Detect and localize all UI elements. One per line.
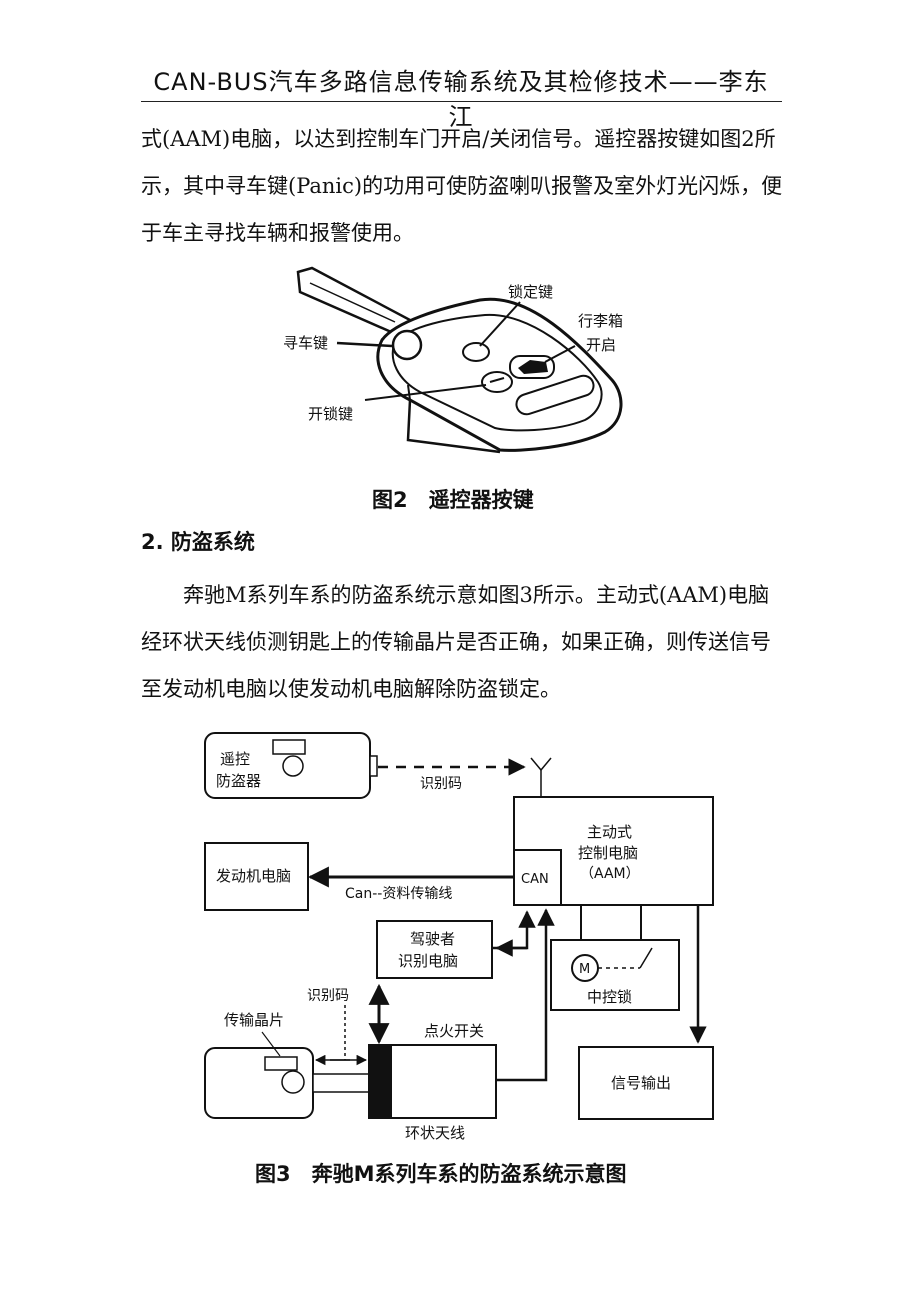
lock-button (462, 342, 490, 362)
label-chip: 传输晶片 (224, 1011, 284, 1029)
intro-paragraph: 式(AAM)电脑，以达到控制车门开启/关闭信号。遥控器按键如图2所示，其中寻车键… (141, 127, 783, 245)
ring-antenna-coil (369, 1045, 392, 1118)
label-can: CAN (521, 872, 549, 887)
signal-output: 信号输出 (578, 1046, 714, 1120)
label-signal-out: 信号输出 (611, 1074, 671, 1092)
label-remote-2: 防盗器 (216, 772, 261, 790)
label-lock: 锁定键 (508, 283, 553, 301)
transponder-key: 传输晶片 (204, 1011, 370, 1119)
engine-ecu: 发动机电脑 (204, 842, 309, 911)
label-engine-ecu: 发动机电脑 (216, 867, 291, 885)
label-remote-1: 遥控 (220, 750, 250, 768)
antitheft-paragraph: 奔驰M系列车系的防盗系统示意如图3所示。主动式(AAM)电脑经环状天线侦测钥匙上… (141, 583, 771, 701)
figure-3-antitheft-diagram: 遥控 防盗器 识别码 CAN 主动式 控制电脑 （AAM） 发动机电脑 Can-… (204, 732, 714, 1142)
remote-antitheft-device: 遥控 防盗器 (204, 732, 378, 799)
ignition-aam-link (496, 908, 555, 1082)
figure-3-caption: 图3 奔驰M系列车系的防盗系统示意图 (255, 1162, 627, 1186)
label-panic: 寻车键 (283, 334, 328, 352)
label-aam-1: 主动式 (587, 823, 632, 841)
label-trunk-2: 开启 (586, 336, 616, 354)
aam-control-unit: CAN 主动式 控制电脑 （AAM） (513, 796, 714, 906)
label-driver-2: 识别电脑 (398, 952, 458, 970)
unlock-button (481, 371, 513, 393)
label-aam-3: （AAM） (580, 866, 640, 882)
can-port (513, 849, 562, 906)
label-unlock: 开锁键 (308, 405, 353, 423)
running-header: CAN-BUS汽车多路信息传输系统及其检修技术——李东江 (153, 68, 769, 131)
figure-2-caption: 图2 遥控器按键 (372, 488, 534, 512)
ignition-switch: 点火开关 环状天线 (368, 1022, 497, 1142)
label-driver-1: 驾驶者 (410, 930, 455, 948)
label-motor: M (579, 962, 590, 977)
label-id-code-top: 识别码 (420, 776, 462, 792)
label-aam-2: 控制电脑 (578, 844, 638, 862)
driver-id-computer: 驾驶者 识别电脑 (376, 920, 493, 979)
antenna-icon (530, 757, 552, 797)
label-can-line: Can--资料传输线 (345, 886, 452, 902)
section-heading: 2. 防盗系统 (141, 530, 255, 554)
label-id-code-bottom: 识别码 (307, 988, 349, 1004)
chip-rect (264, 1056, 298, 1071)
label-central-lock: 中控锁 (587, 988, 632, 1006)
driver-aam-link (492, 910, 536, 950)
key-slot (515, 374, 595, 416)
label-trunk-1: 行李箱 (578, 312, 623, 330)
label-ignition: 点火开关 (424, 1022, 484, 1040)
central-lock: M 中控锁 (550, 939, 680, 1011)
label-ring-antenna: 环状天线 (405, 1124, 465, 1142)
panic-button (391, 329, 423, 361)
header-rule (141, 101, 782, 102)
figure-2-remote-key: 锁定键 行李箱 开启 寻车键 开锁键 (283, 266, 623, 454)
